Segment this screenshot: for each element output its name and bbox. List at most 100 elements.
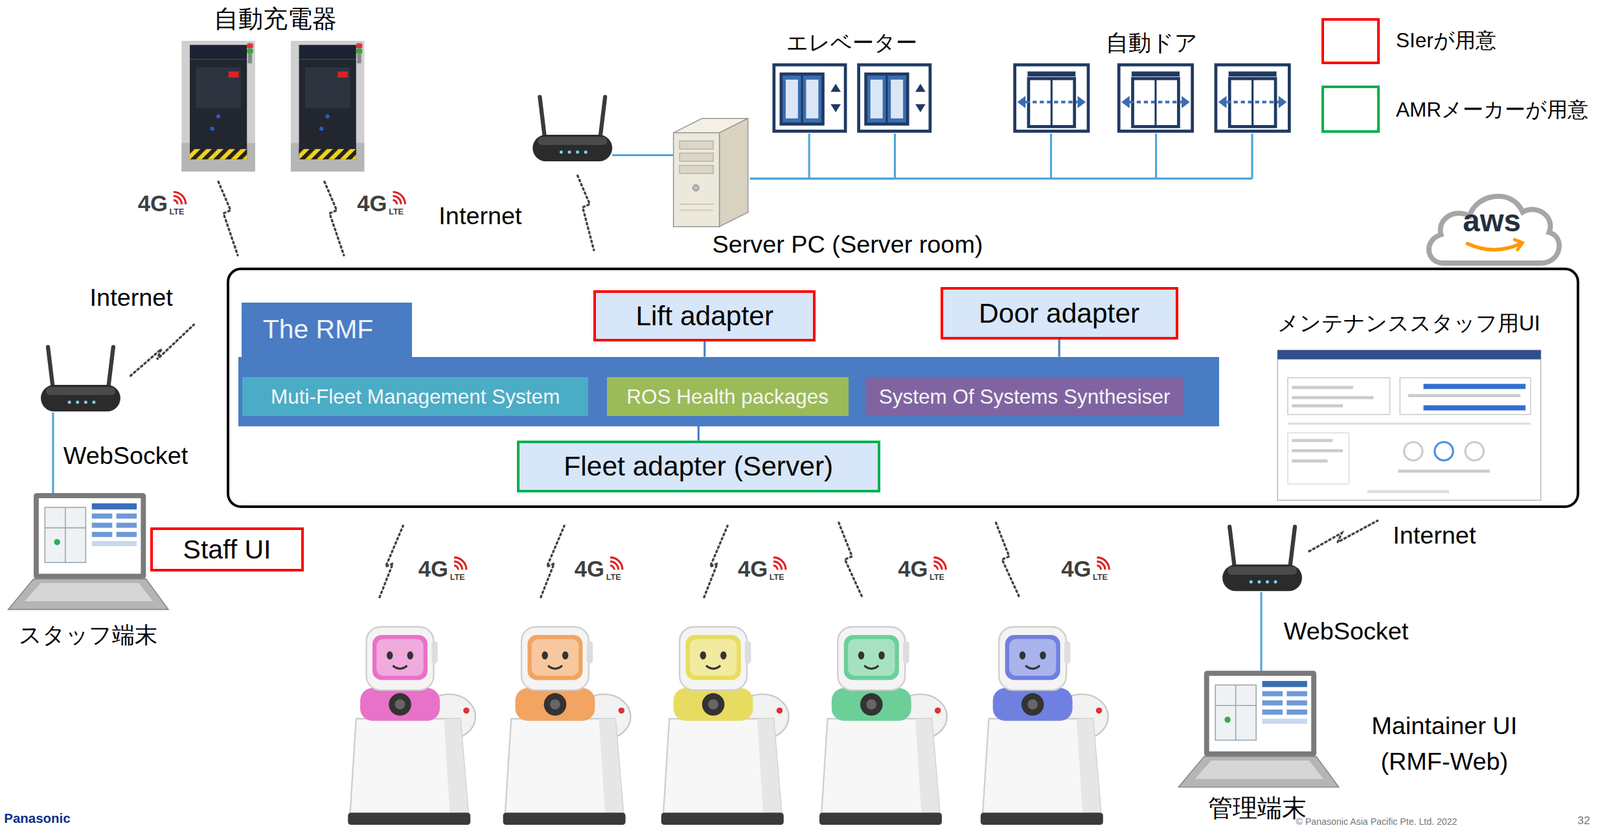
- ui-screenshot-image-part: [1277, 349, 1541, 359]
- charger-photos-part: [290, 40, 365, 172]
- signal-icons-part: [173, 191, 186, 205]
- ui-screenshot-image-part: [1291, 448, 1343, 453]
- network-logo: 4G: [574, 556, 605, 583]
- node-heading: 自動充電器: [213, 5, 337, 34]
- label-holder: Internet: [438, 202, 522, 230]
- label-holder: Maintainer UI (RMF-Web): [1344, 708, 1544, 780]
- page-number: 32: [1577, 814, 1590, 828]
- network-logo: 4G: [137, 191, 168, 218]
- server-tower-part: [673, 132, 720, 227]
- signal-icons-part: [1096, 557, 1109, 570]
- heading-holder: スタッフ端末: [18, 622, 158, 649]
- label-holder: 4G: [897, 556, 928, 583]
- label-holder: 4G: [737, 556, 768, 583]
- ui-screenshot-image-part: [1291, 459, 1328, 463]
- label-holder: 4G: [137, 191, 168, 218]
- charger-photos: [181, 40, 365, 172]
- network-label: Internet: [1392, 521, 1476, 550]
- routers-part: [532, 97, 613, 162]
- adapter-box: Door adapter: [940, 286, 1179, 339]
- robots-part: [347, 626, 476, 825]
- cloud-shape: [1428, 196, 1560, 263]
- wireless-link-part: [1309, 520, 1378, 552]
- wireless-link-part: [704, 525, 728, 597]
- copyright: © Panasonic Asia Pacific Pte. Ltd. 2022: [1296, 816, 1458, 827]
- laptops-part: [8, 492, 169, 610]
- company-logo: Panasonic: [3, 810, 70, 826]
- elevator-icons: [774, 64, 931, 131]
- label-holder: LTE: [769, 572, 785, 583]
- legend-text: SIerが用意: [1395, 28, 1497, 52]
- connector-line: [703, 341, 706, 357]
- door-icons-part: [1118, 64, 1192, 131]
- box-label: Door adapter: [978, 297, 1140, 330]
- wireless-link-part: [379, 525, 403, 597]
- module-box: ROS Health packages: [606, 377, 849, 416]
- robots: [347, 626, 1109, 825]
- label-holder: 4G: [1061, 556, 1091, 583]
- protocol-label: WebSocket: [63, 441, 189, 470]
- label-holder: WebSocket: [63, 441, 189, 470]
- label-holder: Internet: [90, 283, 173, 312]
- box-label: Lift adapter: [635, 299, 774, 332]
- logo-smile: [1467, 243, 1521, 250]
- ui-screenshot-image-part: [1287, 422, 1531, 425]
- rmf-band: The RMFMuti-Fleet Management SystemROS H…: [238, 356, 1220, 427]
- legend-swatch: [1321, 85, 1380, 133]
- network-logo: 4G: [356, 191, 387, 218]
- label-holder: WebSocket: [1283, 617, 1409, 646]
- door-icons-part: [1015, 64, 1089, 131]
- lan-wire-part: [51, 412, 54, 495]
- heading-holder: 自動ドア: [1105, 30, 1198, 57]
- band-tab: The RMF: [241, 302, 412, 357]
- routers-part: [40, 347, 121, 412]
- label-holder: 4G: [574, 556, 605, 583]
- ui-screenshot-image-part: [1423, 405, 1526, 411]
- node-heading: Server PC (Server room): [712, 230, 984, 259]
- box-label: System Of Systems Synthesiser: [879, 384, 1171, 409]
- ui-screenshot-image-part: [1367, 489, 1450, 493]
- server-tower-part: [679, 152, 714, 162]
- label-holder: Panasonic: [3, 810, 70, 826]
- robots-part: [980, 626, 1109, 825]
- network-logo: 4G: [737, 556, 768, 583]
- robots-part: [661, 626, 789, 825]
- heading-holder: メンテナンススタッフ用UI: [1277, 310, 1541, 336]
- box-label: Fleet adapter (Server): [563, 450, 834, 482]
- network-logo: LTE: [929, 572, 945, 583]
- label-holder: LTE: [388, 207, 404, 218]
- cloud-region-box: The RMF Muti-Fleet Management System ROS H…: [226, 267, 1580, 509]
- heading-holder: エレベーター: [786, 30, 918, 56]
- server-tower-part: [693, 184, 699, 191]
- wireless-link: [130, 175, 1378, 598]
- server-tower-part: [679, 203, 714, 205]
- box-label: Staff UI: [183, 534, 272, 565]
- wireless-link-part: [995, 522, 1019, 598]
- door-icons: [1015, 64, 1290, 131]
- network-logo: LTE: [388, 207, 404, 218]
- lan-wire-part: [1259, 592, 1262, 672]
- network-logo: LTE: [169, 207, 184, 218]
- door-group: 自動ドア: [1007, 28, 1296, 134]
- ui-screenshot-image-part: [1408, 393, 1521, 398]
- ui-screenshot-image-part: [1277, 349, 1541, 501]
- routers: [40, 97, 1303, 592]
- label-holder: LTE: [450, 572, 466, 583]
- wireless-link-part: [838, 522, 863, 598]
- staff-laptop: スタッフ端末: [5, 489, 172, 652]
- admin-laptop: 管理端末: [1173, 665, 1343, 821]
- node-heading: 自動ドア: [1105, 30, 1198, 57]
- ui-screenshot-image-part: [1291, 439, 1333, 443]
- wireless-link-part: [540, 525, 565, 597]
- ui-screenshot-image: [1277, 349, 1541, 501]
- server-tower: [673, 118, 749, 227]
- ui-screenshot-image-part: [1465, 441, 1484, 460]
- node-heading: メンテナンススタッフ用UI: [1277, 310, 1541, 336]
- elevator-icons-part: [858, 64, 931, 131]
- module-box: Muti-Fleet Management System: [242, 377, 589, 416]
- elevator-icons-part: [774, 64, 846, 131]
- wireless-link-part: [324, 181, 344, 255]
- lan-wire-part: [612, 154, 676, 157]
- connector-line: [1058, 339, 1061, 357]
